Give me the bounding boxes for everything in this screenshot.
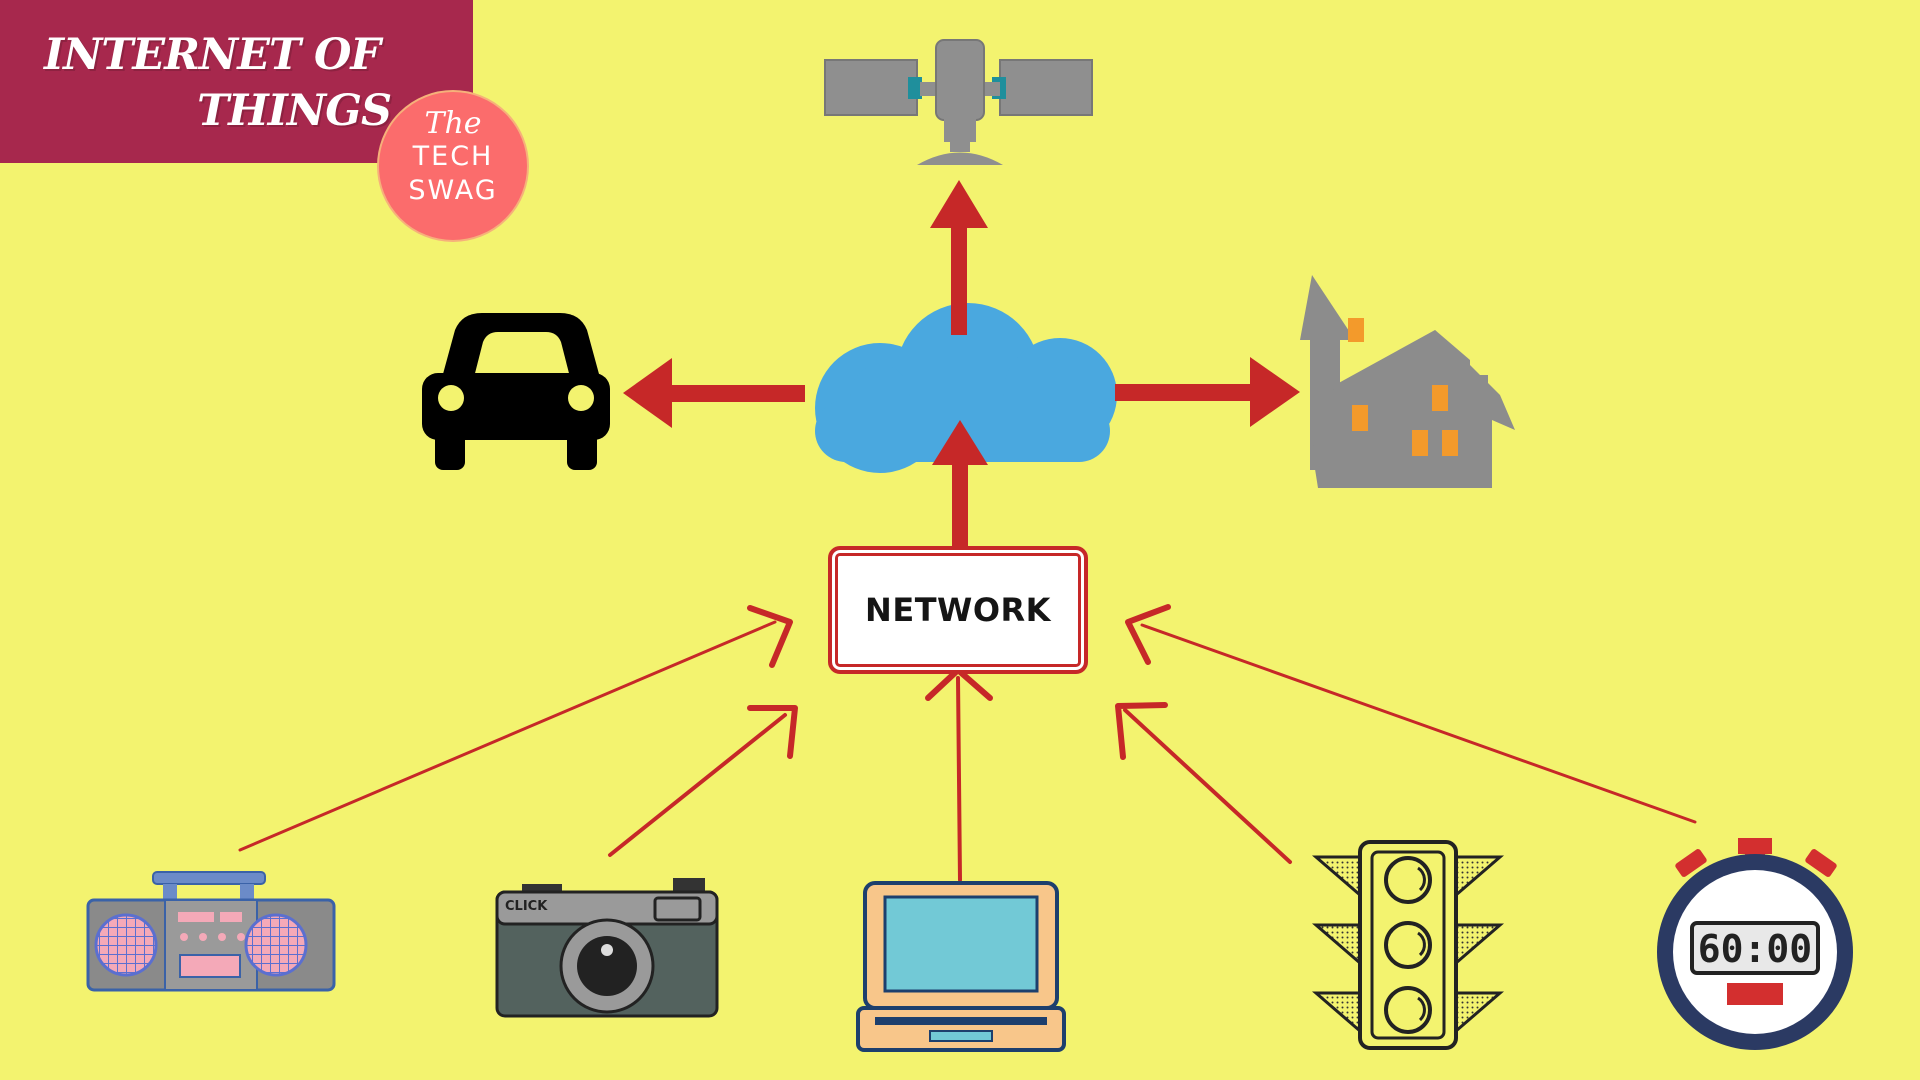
satellite-icon [824, 39, 1093, 165]
car-icon [422, 313, 610, 470]
logo-text-the: The [424, 106, 482, 141]
camera-icon: CLICK [495, 878, 719, 1018]
network-box: NETWORK [828, 546, 1088, 674]
boombox-icon [86, 871, 336, 992]
logo-text-swag: SWAG [408, 175, 498, 206]
logo-badge: The TECH SWAG [377, 90, 529, 242]
stopwatch-icon: 60:00 [1657, 838, 1853, 1050]
laptop-icon [856, 881, 1066, 1052]
house-icon [1300, 275, 1515, 488]
camera-label: CLICK [505, 899, 548, 914]
title-line-2: THINGS [197, 86, 392, 136]
arrows-to-network [238, 620, 1697, 882]
logo-text-tech: TECH [412, 141, 494, 172]
title-line-1: INTERNET OF [44, 30, 381, 80]
stopwatch-display: 60:00 [1698, 927, 1812, 971]
arrows-from-cloud [623, 180, 1300, 428]
network-label: NETWORK [865, 591, 1051, 629]
traffic-light-icon [1311, 840, 1505, 1050]
arrow-network-to-cloud [932, 420, 988, 547]
title-banner: INTERNET OF THINGS [0, 0, 473, 163]
